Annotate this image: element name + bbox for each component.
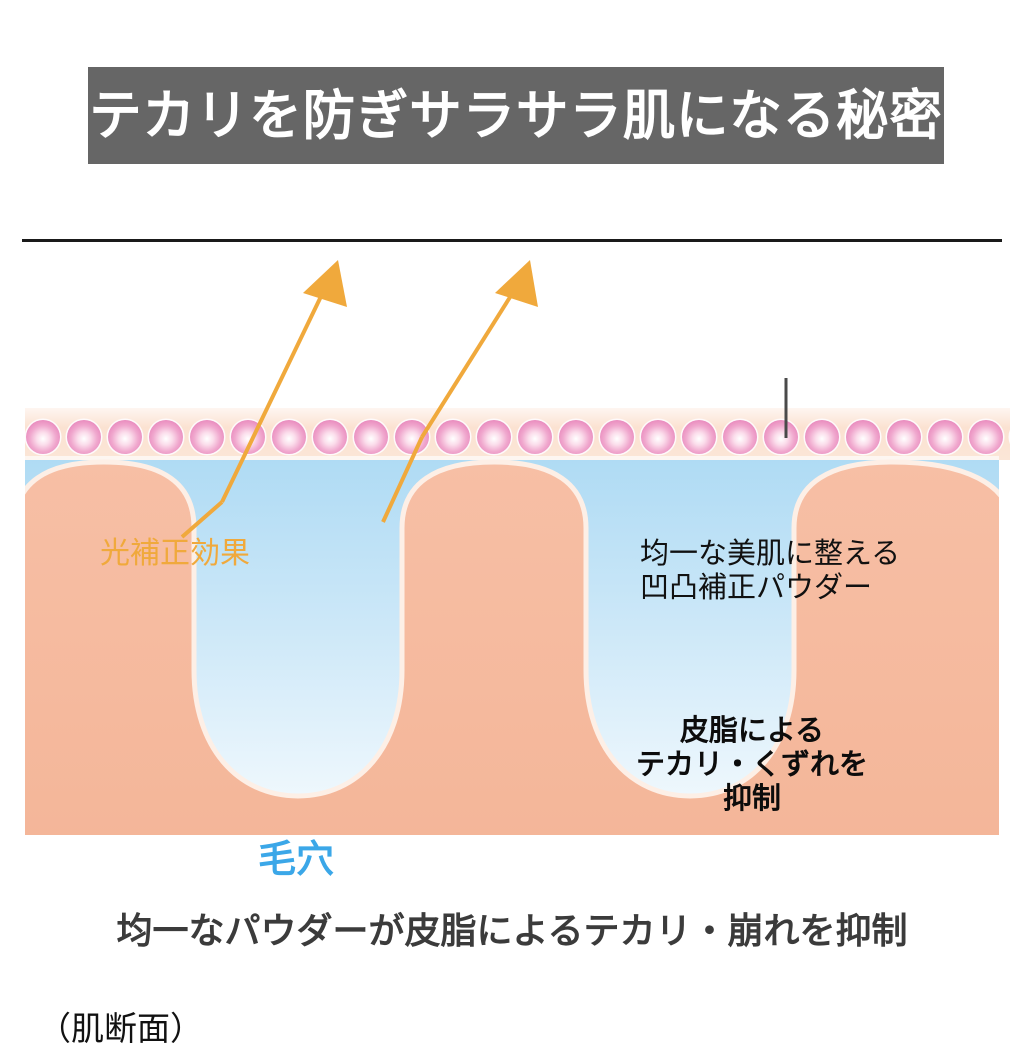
- powder-bead: [641, 420, 675, 454]
- powder-bead: [67, 420, 101, 454]
- powder-bead: [26, 420, 60, 454]
- powder-bead: [518, 420, 552, 454]
- arrowhead-2: [495, 260, 538, 307]
- sebum-control-line-2: テカリ・くずれを: [618, 748, 886, 782]
- sebum-control-label: 皮脂による テカリ・くずれを 抑制: [618, 714, 886, 817]
- powder-callout-line-2: 凹凸補正パウダー: [640, 571, 900, 605]
- powder-callout-label: 均一な美肌に整える 凹凸補正パウダー: [640, 537, 900, 605]
- powder-bead: [190, 420, 224, 454]
- powder-bead: [477, 420, 511, 454]
- powder-bead: [723, 420, 757, 454]
- powder-bead: [887, 420, 921, 454]
- powder-callout-line-1: 均一な美肌に整える: [640, 537, 900, 571]
- powder-bead: [559, 420, 593, 454]
- powder-bead: [149, 420, 183, 454]
- arrowhead-1: [303, 260, 347, 307]
- cross-section-label: （肌断面）: [38, 1010, 203, 1049]
- powder-bead: [1010, 420, 1024, 454]
- powder-bead: [436, 420, 470, 454]
- powder-bead: [969, 420, 1003, 454]
- bottom-caption: 均一なパウダーが皮脂によるテカリ・崩れを抑制: [0, 902, 1024, 954]
- powder-bead: [313, 420, 347, 454]
- powder-bead: [354, 420, 388, 454]
- powder-bead-row: [25, 419, 1024, 456]
- powder-bead: [928, 420, 962, 454]
- powder-bead: [805, 420, 839, 454]
- light-correction-label: 光補正効果: [100, 536, 250, 571]
- pore-label: 毛穴: [258, 838, 334, 883]
- page-title: テカリを防ぎサラサラ肌になる秘密: [89, 89, 943, 143]
- skin-cross-section-diagram: 光補正効果 均一な美肌に整える 凹凸補正パウダー 皮脂による テカリ・くずれを …: [0, 240, 1024, 860]
- powder-bead: [108, 420, 142, 454]
- sebum-control-line-3: 抑制: [618, 782, 886, 816]
- powder-layer: [25, 408, 1024, 460]
- powder-bead: [600, 420, 634, 454]
- powder-bead: [846, 420, 880, 454]
- powder-bead-halo: [1009, 419, 1024, 456]
- powder-bead: [764, 420, 798, 454]
- powder-bead: [272, 420, 306, 454]
- sebum-control-line-1: 皮脂による: [618, 714, 886, 748]
- powder-bead: [682, 420, 716, 454]
- powder-band-underline: [25, 456, 1010, 460]
- title-banner: テカリを防ぎサラサラ肌になる秘密: [88, 67, 944, 164]
